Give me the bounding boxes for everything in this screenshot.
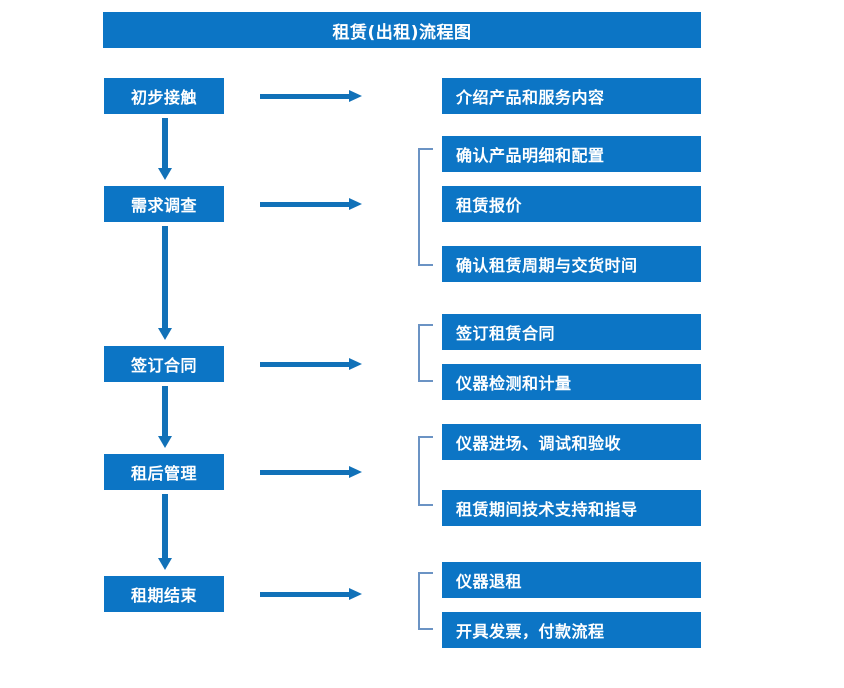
down-arrow-icon	[158, 386, 172, 448]
right-arrow-icon	[260, 89, 362, 103]
page-title: 租赁(出租)流程图	[103, 12, 701, 48]
detail-label: 租赁报价	[456, 196, 523, 215]
detail-box-technical-support[interactable]: 租赁期间技术支持和指导	[442, 490, 701, 526]
down-arrow-icon	[158, 226, 172, 340]
detail-label: 签订租赁合同	[456, 324, 556, 343]
detail-label: 租赁期间技术支持和指导	[456, 500, 638, 519]
group-bracket-icon	[418, 572, 433, 630]
stage-box-initial-contact[interactable]: 初步接触	[104, 78, 224, 114]
stage-box-post-rent-management[interactable]: 租后管理	[104, 454, 224, 490]
detail-box-rental-quotation[interactable]: 租赁报价	[442, 186, 701, 222]
detail-label: 确认产品明细和配置	[456, 146, 605, 165]
stage-box-lease-end[interactable]: 租期结束	[104, 576, 224, 612]
detail-box-confirm-product-spec[interactable]: 确认产品明细和配置	[442, 136, 701, 172]
detail-label: 确认租赁周期与交货时间	[456, 256, 638, 275]
detail-box-invoice-payment[interactable]: 开具发票，付款流程	[442, 612, 701, 648]
detail-box-confirm-lease-period[interactable]: 确认租赁周期与交货时间	[442, 246, 701, 282]
detail-box-instrument-entry-commissioning[interactable]: 仪器进场、调试和验收	[442, 424, 701, 460]
stage-label: 初步接触	[130, 88, 197, 107]
down-arrow-icon	[158, 118, 172, 180]
detail-label: 介绍产品和服务内容	[456, 88, 605, 107]
detail-label: 仪器进场、调试和验收	[456, 434, 622, 453]
detail-box-introduce-products[interactable]: 介绍产品和服务内容	[442, 78, 701, 114]
group-bracket-icon	[418, 324, 433, 382]
stage-label: 需求调查	[130, 196, 197, 215]
right-arrow-icon	[260, 197, 362, 211]
detail-box-instrument-return[interactable]: 仪器退租	[442, 562, 701, 598]
detail-label: 仪器检测和计量	[456, 374, 572, 393]
group-bracket-icon	[418, 148, 433, 266]
right-arrow-icon	[260, 357, 362, 371]
detail-box-sign-lease-contract[interactable]: 签订租赁合同	[442, 314, 701, 350]
detail-label: 开具发票，付款流程	[456, 622, 605, 641]
right-arrow-icon	[260, 465, 362, 479]
group-bracket-icon	[418, 436, 433, 506]
stage-label: 签订合同	[130, 356, 197, 375]
detail-box-instrument-inspection[interactable]: 仪器检测和计量	[442, 364, 701, 400]
down-arrow-icon	[158, 494, 172, 570]
stage-box-sign-contract[interactable]: 签订合同	[104, 346, 224, 382]
stage-label: 租后管理	[130, 464, 197, 483]
right-arrow-icon	[260, 587, 362, 601]
stage-box-needs-survey[interactable]: 需求调查	[104, 186, 224, 222]
detail-label: 仪器退租	[456, 572, 523, 591]
stage-label: 租期结束	[130, 586, 197, 605]
